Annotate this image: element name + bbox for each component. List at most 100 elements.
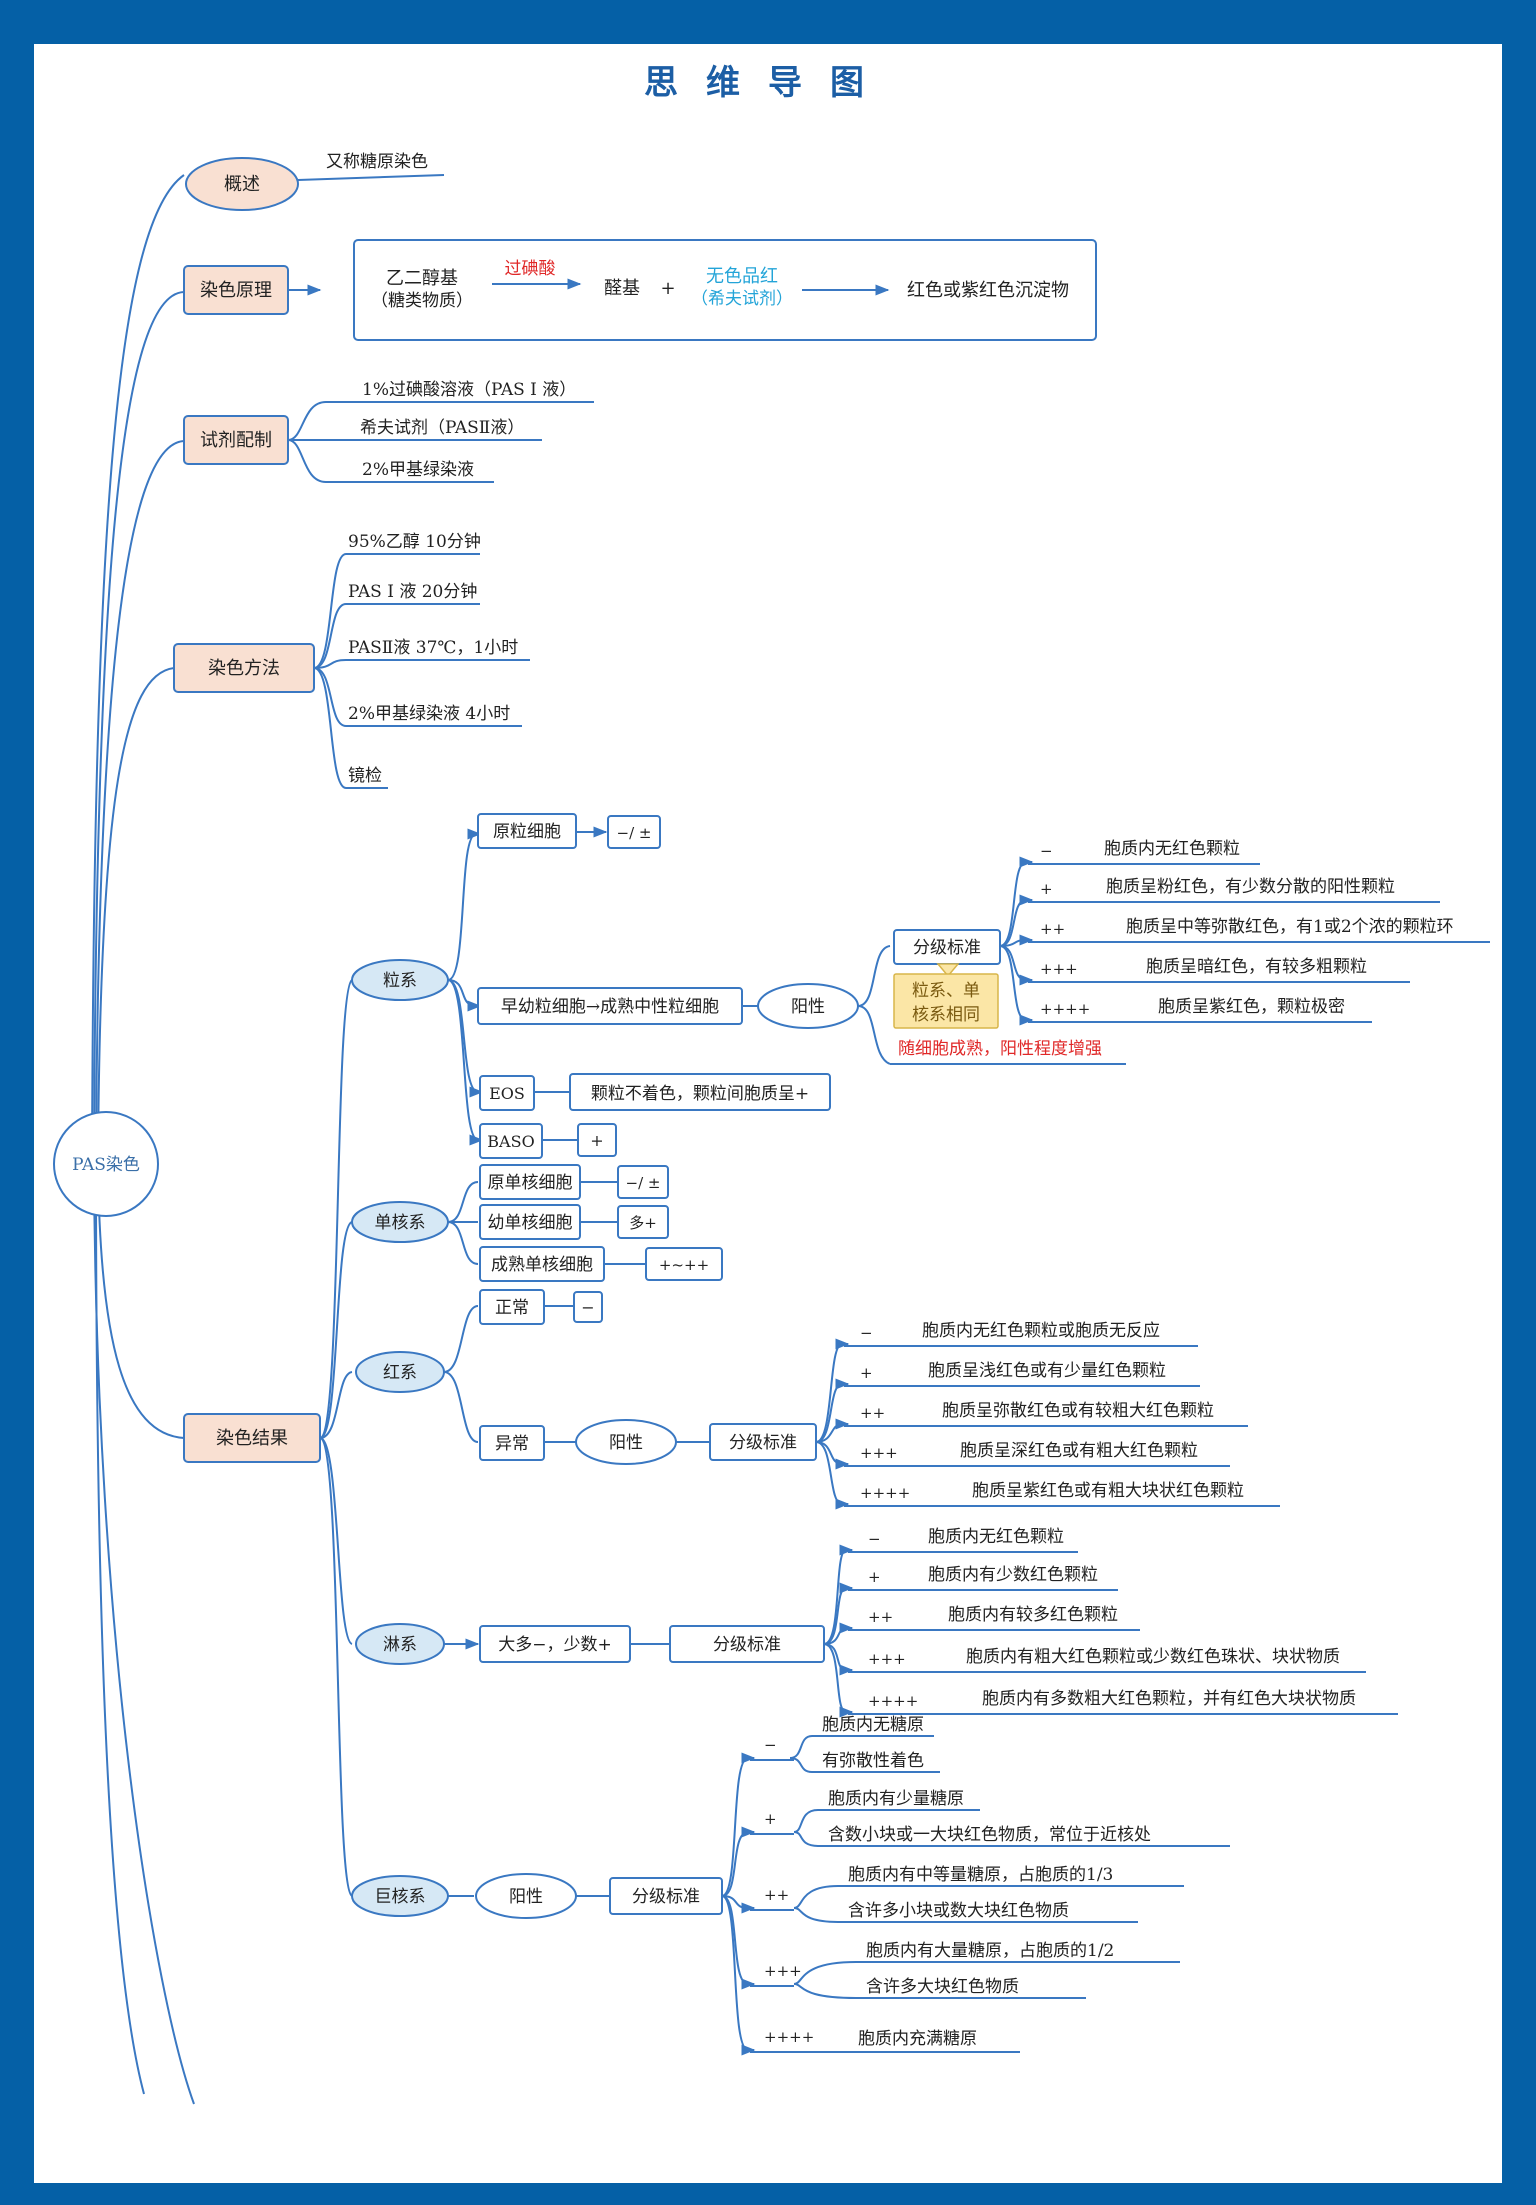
reagent-item-3: 2%甲基绿染液 bbox=[362, 460, 474, 480]
grade-description: 胞质呈浅红色或有少量红色颗粒 bbox=[928, 1361, 1166, 1381]
grade-description: 胞质呈中等弥散红色，有1或2个浓的颗粒环 bbox=[1126, 917, 1454, 937]
monocyte-value: +~++ bbox=[659, 1256, 709, 1274]
grade-description: 胞质呈暗红色，有较多粗颗粒 bbox=[1146, 957, 1367, 977]
megakaryocyte-grading-label: 分级标准 bbox=[632, 1887, 700, 1907]
grade-symbol: ++ bbox=[868, 1608, 893, 1626]
grade-symbol: − bbox=[1040, 842, 1053, 860]
granulocyte-note bbox=[893, 973, 999, 1029]
grade-symbol: ++++ bbox=[860, 1484, 910, 1502]
erythroid-positive-label: 阳性 bbox=[609, 1433, 643, 1453]
erythroid-normal-value-text: − bbox=[581, 1298, 594, 1317]
megakaryocyte-label: 巨核系 bbox=[375, 1887, 426, 1907]
grade-symbol: − bbox=[860, 1324, 873, 1342]
method-label: 染色方法 bbox=[208, 658, 280, 679]
grade-split-connector bbox=[793, 1961, 857, 1985]
reagent-item-1: 1%过碘酸溶液（PAS Ⅰ 液） bbox=[362, 380, 576, 400]
myeloblast-value-text: −/ ± bbox=[617, 824, 652, 842]
eos-label: EOS bbox=[489, 1084, 525, 1103]
overview-node[interactable] bbox=[185, 157, 299, 211]
principle-plus: + bbox=[660, 278, 675, 299]
grade-split-connector bbox=[793, 1983, 857, 1999]
grade-description: 胞质内充满糖原 bbox=[858, 2029, 977, 2049]
baso-value bbox=[577, 1123, 617, 1157]
grade-description: 胞质呈紫红色或有粗大块状红色颗粒 bbox=[972, 1481, 1244, 1501]
method-item-3: PASⅡ液 37℃，1小时 bbox=[348, 638, 518, 658]
promyelocyte-label: 早幼粒细胞→成熟中性粒细胞 bbox=[501, 996, 719, 1017]
principle-branch: 染色原理 乙二醇基 （糖类物质） 过碘酸 醛基 + 无色品红 （希夫试剂） 红色… bbox=[183, 239, 1097, 341]
principle-box bbox=[353, 239, 1097, 341]
grade-symbol: + bbox=[764, 1810, 777, 1828]
grade-symbol: +++ bbox=[860, 1444, 898, 1462]
erythroid-grades: − 胞质内无红色颗粒或胞质无反应 + 胞质呈浅红色或有少量红色颗粒 ++ 胞质呈弥散红色或… bbox=[835, 1321, 1280, 1510]
principle-arrow-label: 过碘酸 bbox=[505, 259, 556, 279]
principle-product: 红色或紫红色沉淀物 bbox=[907, 280, 1069, 301]
monocyte-value-box bbox=[617, 1205, 669, 1239]
grade-split-connector bbox=[793, 1907, 839, 1923]
overview-branch: 概述 又称糖原染色 bbox=[185, 152, 445, 211]
grade-description: 胞质呈弥散红色或有较粗大红色颗粒 bbox=[942, 1401, 1214, 1421]
erythroid-grading-label: 分级标准 bbox=[729, 1433, 797, 1453]
grade-symbol: − bbox=[868, 1530, 881, 1548]
reagent-item-2: 希夫试剂（PASⅡ液） bbox=[360, 418, 524, 438]
principle-aldehyde: 醛基 bbox=[604, 278, 640, 299]
grade-description: 含数小块或一大块红色物质，常位于近核处 bbox=[828, 1825, 1151, 1845]
grade-symbol: + bbox=[1040, 880, 1053, 898]
lymphocyte-summary-label: 大多−，少数+ bbox=[498, 1635, 612, 1655]
myeloblast-value bbox=[607, 815, 661, 849]
grade-description: 胞质呈深红色或有粗大红色颗粒 bbox=[960, 1441, 1198, 1461]
grade-description: 胞质内有少数红色颗粒 bbox=[928, 1565, 1098, 1585]
root-node[interactable]: PAS染色 bbox=[53, 1111, 159, 1217]
grade-split-connector bbox=[789, 1757, 813, 1773]
grade-description: 胞质内无红色颗粒或胞质无反应 bbox=[922, 1321, 1160, 1341]
grade-symbol: ++ bbox=[1040, 920, 1065, 938]
lymphocyte-branch: 淋系 大多−，少数+ 分级标准 −胞质内无红色颗粒+胞质内有少数红色颗粒++胞质… bbox=[355, 1527, 1398, 1718]
lymphocyte-grading-label: 分级标准 bbox=[713, 1635, 781, 1655]
reagents-label: 试剂配制 bbox=[200, 430, 272, 451]
grade-symbol: + bbox=[860, 1364, 873, 1382]
myeloblast-label: 原粒细胞 bbox=[493, 822, 561, 842]
baso-label: BASO bbox=[487, 1132, 534, 1151]
grade-symbol: ++++ bbox=[1040, 1000, 1090, 1018]
grade-description: 含许多小块或数大块红色物质 bbox=[848, 1901, 1069, 1921]
erythroid-normal-value bbox=[573, 1291, 603, 1323]
method-item-1: 95%乙醇 10分钟 bbox=[348, 532, 481, 552]
grade-symbol: +++ bbox=[764, 1962, 802, 1980]
grade-description: 胞质内无红色颗粒 bbox=[928, 1527, 1064, 1547]
erythroid-normal-label: 正常 bbox=[495, 1298, 529, 1318]
monocyte-cell-label: 成熟单核细胞 bbox=[491, 1254, 593, 1275]
monocyte-cell-label: 幼单核细胞 bbox=[488, 1213, 573, 1233]
lymphocyte-grades: −胞质内无红色颗粒+胞质内有少数红色颗粒++胞质内有较多红色颗粒+++胞质内有粗… bbox=[839, 1527, 1398, 1718]
monocyte-label: 单核系 bbox=[375, 1213, 426, 1233]
monocyte-value: 多+ bbox=[629, 1214, 657, 1232]
megakaryocyte-positive-label: 阳性 bbox=[509, 1887, 543, 1907]
grade-split-connector bbox=[793, 1809, 819, 1833]
principle-substrate-1: 乙二醇基 bbox=[386, 268, 458, 289]
granulocyte-note-2: 核系相同 bbox=[912, 1005, 980, 1025]
grade-symbol: ++++ bbox=[868, 1692, 918, 1710]
method-item-5: 镜检 bbox=[348, 766, 382, 786]
grade-description: 胞质呈紫红色，颗粒极密 bbox=[1158, 997, 1345, 1017]
granulocyte-positive-label: 阳性 bbox=[791, 997, 825, 1017]
lymphocyte-label: 淋系 bbox=[383, 1635, 417, 1655]
method-item-4: 2%甲基绿染液 4小时 bbox=[348, 704, 510, 724]
granulocyte-grades: −胞质内无红色颗粒+胞质呈粉红色，有少数分散的阳性颗粒++胞质呈中等弥散红色，有… bbox=[1019, 839, 1490, 1026]
grade-description: 胞质呈粉红色，有少数分散的阳性颗粒 bbox=[1106, 877, 1395, 897]
root-connectors bbox=[91, 174, 195, 2105]
overview-label: 概述 bbox=[224, 174, 260, 195]
grade-symbol: + bbox=[868, 1568, 881, 1586]
monocyte-items: 原单核细胞−/ ±幼单核细胞多+成熟单核细胞+~++ bbox=[479, 1164, 723, 1282]
grade-split-connector bbox=[793, 1885, 839, 1909]
baso-value-text: + bbox=[590, 1131, 603, 1150]
granulocyte-note-red: 随细胞成熟，阳性程度增强 bbox=[898, 1038, 1102, 1059]
grade-symbol: +++ bbox=[868, 1650, 906, 1668]
grade-description: 胞质内无糖原 bbox=[822, 1715, 924, 1735]
megakaryocyte-grades: −胞质内无糖原有弥散性着色+胞质内有少量糖原含数小块或一大块红色物质，常位于近核… bbox=[741, 1715, 1230, 2056]
overview-text: 又称糖原染色 bbox=[326, 152, 428, 172]
eos-value-text: 颗粒不着色，颗粒间胞质呈+ bbox=[591, 1084, 809, 1104]
grade-symbol: ++ bbox=[860, 1404, 885, 1422]
granulocyte-note-1: 粒系、单 bbox=[912, 981, 980, 1001]
principle-label: 染色原理 bbox=[200, 280, 272, 301]
erythroid-label: 红系 bbox=[383, 1363, 417, 1383]
root-label: PAS染色 bbox=[72, 1155, 140, 1175]
granulocyte-branch: 粒系 原粒细胞 −/ ± 早幼粒细胞→成熟中性粒细胞 阳性 分级标准 bbox=[351, 813, 1490, 1159]
